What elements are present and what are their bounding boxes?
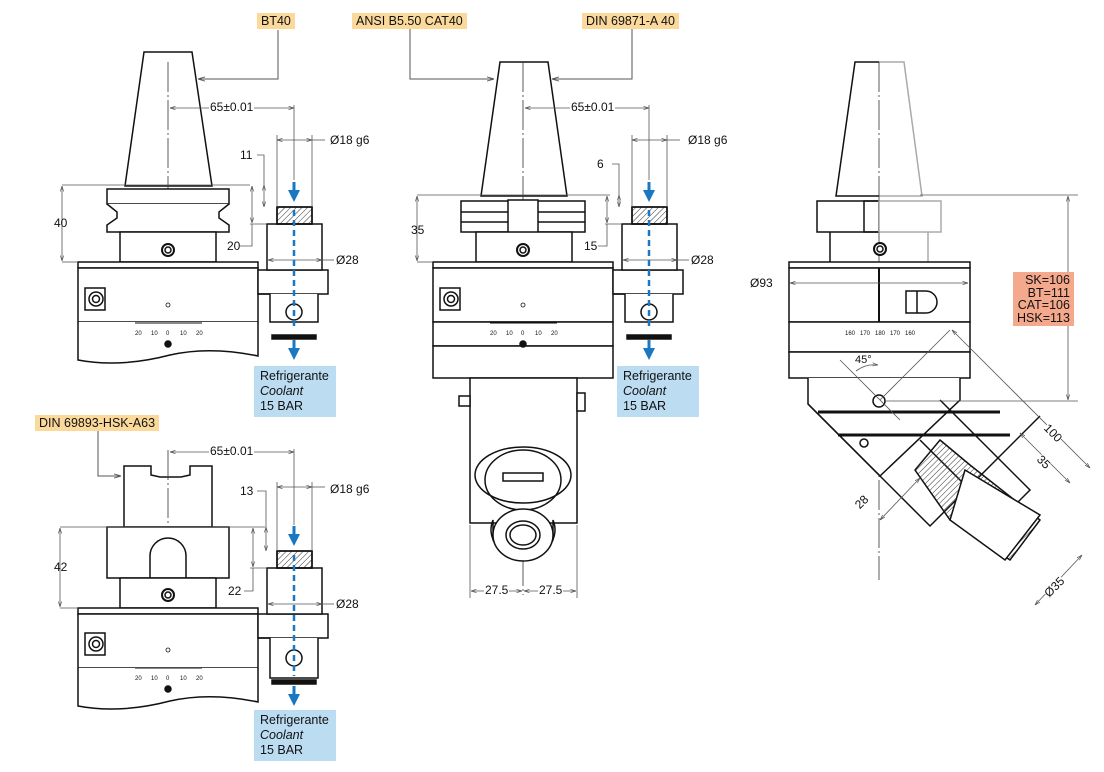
dim-half-width-left: 27.5 bbox=[484, 583, 510, 597]
scale-tick: 0 bbox=[166, 331, 170, 337]
dim-offset-cat40: 65±0.01 bbox=[570, 100, 616, 114]
scale-tick: 10 bbox=[535, 331, 542, 337]
coolant-label: Refrigerante bbox=[260, 713, 329, 727]
dim-shank-dia-hsk: Ø18 g6 bbox=[330, 482, 370, 496]
coolant-pressure: 15 BAR bbox=[260, 399, 304, 413]
scale-tick: 10 bbox=[506, 331, 513, 337]
label-din69893-hsk: DIN 69893-HSK-A63 bbox=[35, 415, 160, 431]
height-sk: SK=106 bbox=[1025, 273, 1070, 287]
coolant-label-en: Coolant bbox=[623, 384, 667, 398]
scale-tick: 20 bbox=[490, 331, 497, 337]
scale-tick: 10 bbox=[180, 331, 187, 337]
view-cat40 bbox=[409, 29, 689, 598]
height-table: SK=106 BT=111 CAT=106 HSK=113 bbox=[1013, 272, 1074, 326]
dim-shank-dia-bt40: Ø18 g6 bbox=[330, 133, 370, 147]
coolant-label-en: Coolant bbox=[260, 384, 304, 398]
label-bt40: BT40 bbox=[257, 13, 295, 29]
dim-h2-hsk: 22 bbox=[228, 584, 242, 598]
scale-tick: 160 bbox=[845, 331, 856, 337]
scale-tick: 20 bbox=[551, 331, 558, 337]
scale-tick: 20 bbox=[196, 331, 203, 337]
dim-angle-45: 45° bbox=[855, 354, 872, 366]
coolant-label-en: Coolant bbox=[260, 728, 304, 742]
coolant-pressure: 15 BAR bbox=[260, 743, 304, 757]
scale-tick: 20 bbox=[135, 676, 142, 682]
coolant-box-bt40: Refrigerante Coolant 15 BAR bbox=[254, 366, 336, 417]
dim-height-cat40: 35 bbox=[411, 223, 425, 237]
dim-offset-hsk: 65±0.01 bbox=[209, 444, 255, 458]
scale-tick: 10 bbox=[180, 676, 187, 682]
dim-height-bt40: 40 bbox=[54, 216, 68, 230]
height-cat: CAT=106 bbox=[1017, 298, 1070, 312]
coolant-pressure: 15 BAR bbox=[623, 399, 667, 413]
scale-tick: 0 bbox=[521, 331, 525, 337]
coolant-label: Refrigerante bbox=[260, 369, 329, 383]
view-hsk bbox=[60, 428, 334, 710]
dim-dia-93: Ø93 bbox=[750, 276, 773, 290]
view-angled bbox=[788, 61, 1090, 605]
scale-tick: 160 bbox=[905, 331, 916, 337]
view-bt40 bbox=[62, 30, 334, 364]
scale-tick: 0 bbox=[166, 676, 170, 682]
dim-body-dia-bt40: Ø28 bbox=[336, 253, 359, 267]
dim-half-width-right: 27.5 bbox=[538, 583, 564, 597]
scale-tick: 20 bbox=[135, 331, 142, 337]
dim-offset-bt40: 65±0.01 bbox=[209, 100, 255, 114]
scale-tick: 20 bbox=[196, 676, 203, 682]
coolant-label: Refrigerante bbox=[623, 369, 692, 383]
coolant-box-cat40: Refrigerante Coolant 15 BAR bbox=[617, 366, 699, 417]
height-hsk: HSK=113 bbox=[1017, 310, 1070, 325]
dim-h1-cat40: 6 bbox=[597, 157, 604, 171]
label-ansi-cat40: ANSI B5.50 CAT40 bbox=[352, 13, 467, 29]
coolant-box-hsk: Refrigerante Coolant 15 BAR bbox=[254, 710, 336, 761]
scale-tick: 180 bbox=[875, 331, 886, 337]
dim-h2-cat40: 15 bbox=[584, 239, 598, 253]
dim-h1-bt40: 11 bbox=[240, 148, 253, 162]
dim-height-hsk: 42 bbox=[54, 560, 68, 574]
dim-body-dia-cat40: Ø28 bbox=[691, 253, 714, 267]
height-bt: BT=111 bbox=[1027, 285, 1070, 300]
scale-tick: 10 bbox=[151, 331, 158, 337]
dim-shank-dia-cat40: Ø18 g6 bbox=[688, 133, 728, 147]
dim-h2-bt40: 20 bbox=[227, 239, 241, 253]
scale-tick: 10 bbox=[151, 676, 158, 682]
label-din69871: DIN 69871-A 40 bbox=[582, 13, 679, 29]
dim-h1-hsk: 13 bbox=[240, 484, 254, 498]
scale-tick: 170 bbox=[890, 331, 901, 337]
scale-tick: 170 bbox=[860, 331, 871, 337]
dim-body-dia-hsk: Ø28 bbox=[336, 597, 359, 611]
